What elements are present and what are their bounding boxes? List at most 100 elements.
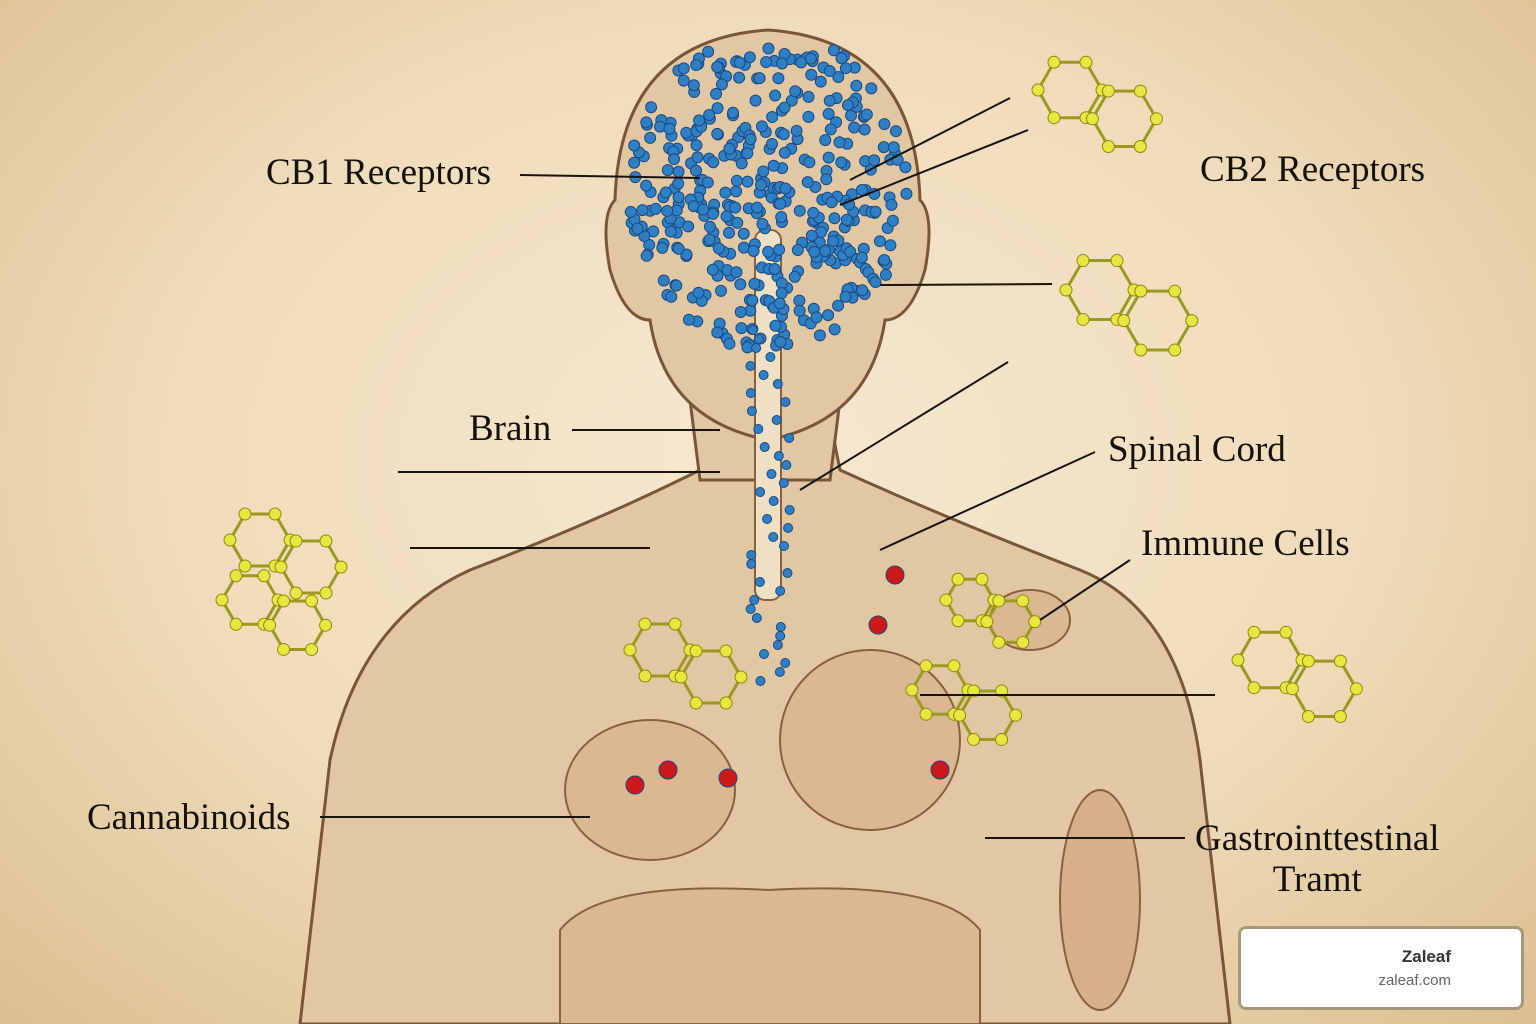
immune-cells-label: Immune Cells <box>1141 523 1350 564</box>
receptor-dot <box>801 176 814 189</box>
receptor-dot <box>733 56 746 69</box>
receptor-dot <box>661 164 674 177</box>
receptor-dot <box>822 107 835 120</box>
receptor-dot <box>624 205 637 218</box>
receptor-dot <box>769 89 782 102</box>
receptor-dot <box>672 242 685 255</box>
molecule-icon <box>1059 254 1199 357</box>
receptor-dot <box>879 268 892 281</box>
receptor-dot <box>885 198 898 211</box>
receptor-dot <box>772 379 783 389</box>
receptor-dot <box>850 79 863 92</box>
receptor-dot <box>672 191 685 204</box>
receptor-dot <box>899 161 912 174</box>
receptor-dot <box>734 278 747 291</box>
receptor-dot <box>691 151 704 164</box>
receptor-dot <box>754 577 765 587</box>
receptor-dot <box>839 290 852 303</box>
molecule-icon <box>223 507 348 600</box>
receptor-dot <box>777 128 790 141</box>
receptor-dot <box>697 203 710 216</box>
receptor-dot <box>749 595 760 605</box>
receptor-dot <box>886 214 899 227</box>
brain-label: Brain <box>469 408 552 449</box>
receptor-dot <box>649 202 662 215</box>
receptor-dot <box>825 196 838 209</box>
receptor-dot <box>733 71 746 84</box>
receptor-dot <box>711 102 724 115</box>
receptor-dot <box>631 222 644 235</box>
receptor-dot <box>772 72 785 85</box>
receptor-dot <box>706 263 719 276</box>
receptor-dot <box>828 212 841 225</box>
receptor-dot <box>692 286 705 299</box>
receptor-dot <box>703 220 716 233</box>
watermark-url[interactable]: zaleaf.com <box>1378 972 1451 989</box>
receptor-dot <box>723 226 736 239</box>
receptor-dot <box>884 239 897 252</box>
receptor-dot <box>711 326 724 339</box>
receptor-dot <box>835 156 848 169</box>
receptor-dot <box>755 178 768 191</box>
receptor-dot <box>773 297 786 310</box>
red-cell <box>868 615 888 635</box>
receptor-dot <box>756 217 769 230</box>
cb1-receptors-label: CB1 Receptors <box>266 152 492 193</box>
receptor-dot <box>710 87 723 100</box>
receptor-dot <box>745 361 756 371</box>
receptor-dot <box>741 147 754 160</box>
receptor-dot <box>869 276 882 289</box>
receptor-dot <box>775 631 786 641</box>
receptor-dot <box>680 126 693 139</box>
receptor-dot <box>771 415 782 425</box>
receptor-dot <box>819 134 832 147</box>
receptor-dot <box>790 124 803 137</box>
receptor-dot <box>839 62 852 75</box>
receptor-dot <box>665 290 678 303</box>
receptor-dot <box>668 153 681 166</box>
receptor-dot <box>745 604 756 614</box>
receptor-dot <box>840 213 853 226</box>
receptor-dot <box>791 244 804 257</box>
receptor-dot <box>805 229 818 242</box>
receptor-dot <box>768 263 781 276</box>
receptor-dot <box>677 74 690 87</box>
receptor-dot <box>735 322 748 335</box>
receptor-dot <box>778 478 789 488</box>
receptor-dot <box>805 68 818 81</box>
watermark-card[interactable]: Zaleaf zaleaf.com <box>1238 926 1524 1010</box>
receptor-dot <box>640 249 653 262</box>
receptor-dot <box>712 242 725 255</box>
molecule-icon <box>623 617 748 710</box>
receptor-dot <box>687 79 700 92</box>
receptor-dot <box>868 154 881 167</box>
molecule-icon <box>905 659 1023 746</box>
red-cell-dots <box>625 565 950 795</box>
receptor-dot <box>869 205 882 218</box>
receptor-dot <box>823 65 836 78</box>
receptor-dot <box>746 550 757 560</box>
receptor-dot <box>730 266 743 279</box>
receptor-dot <box>661 204 674 217</box>
receptor-dot <box>711 127 724 140</box>
receptor-dot <box>858 123 871 136</box>
receptor-dot <box>776 57 789 70</box>
receptor-dot <box>855 251 868 264</box>
receptor-dot <box>803 156 816 169</box>
receptor-dot <box>741 175 754 188</box>
receptor-dot <box>715 78 728 91</box>
receptor-dot <box>780 397 791 407</box>
gastrointestinal-tract-label: Gastrointtestinal Tramt <box>1195 818 1440 901</box>
receptor-dot <box>672 165 685 178</box>
receptor-dot <box>753 334 764 344</box>
receptor-dot <box>824 123 837 136</box>
receptor-dot <box>783 523 794 533</box>
receptor-dot <box>664 225 677 238</box>
receptor-dot <box>737 227 750 240</box>
receptor-dot <box>762 245 775 258</box>
red-cell <box>885 565 905 585</box>
receptor-dot <box>707 156 720 169</box>
receptor-dot <box>778 101 791 114</box>
receptor-dot <box>743 51 756 64</box>
receptor-dot <box>701 176 714 189</box>
